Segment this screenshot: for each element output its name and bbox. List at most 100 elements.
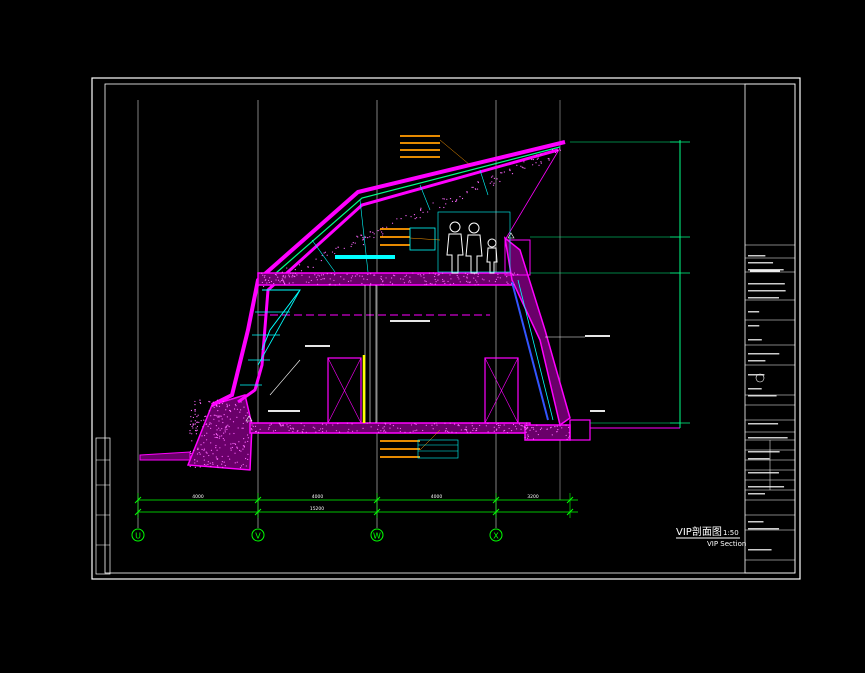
hatch-dot [219,402,221,405]
hatch-dot [294,272,296,274]
hatch-dot [466,274,469,276]
hatch-dot [488,280,490,282]
hatch-dot [223,461,225,463]
hatch-dot [513,272,516,274]
hatch-dot [380,277,382,279]
axis-label: X [493,532,499,541]
hatch-dot [284,277,286,279]
hatch-dot [515,428,518,430]
hatch-dot [432,202,434,204]
hatch-dot [492,175,494,177]
hatch-dot [325,424,327,426]
hatch-dot [465,430,468,432]
hatch-dot [191,433,193,435]
hatch-dot [324,251,326,253]
hatch-dot [209,462,211,464]
hatch-dot [221,463,223,465]
hatch-dot [307,266,309,268]
hatch-dot [367,273,369,275]
hatch-dot [288,274,290,276]
hatch-dot [437,274,439,276]
hatch-dot [466,431,469,433]
hatch-dot [317,274,319,276]
hatch-dot [495,429,498,431]
hatch-dot [294,268,296,271]
axis-bubble-icon [251,528,265,542]
hatch-dot [434,273,436,275]
hatch-dot [361,275,363,277]
hatch-dot [414,430,416,432]
hatch-dot [540,153,542,155]
hatch-dot [476,188,479,190]
hatch-dot [224,427,226,429]
hatch-dot [196,425,199,428]
hatch-dot [206,452,208,454]
hatch-dot [274,429,277,432]
title-block-text [748,521,764,523]
hatch-dot [252,425,254,428]
hatch-dot [472,429,474,431]
hatch-dot [362,243,365,246]
hatch-dot [247,437,249,439]
hatch-dot [516,164,518,166]
dimension-slash [566,496,574,504]
hatch-dot [507,282,509,285]
hatch-dot [466,276,468,278]
title-block-text [748,458,770,460]
hatch-dot [310,279,312,282]
dimension-slash [134,496,142,504]
hatch-dot [399,427,402,430]
drawing-title: VIP剖面图 1:50 VIP Section [676,525,746,548]
hatch-dot [394,275,396,277]
hatch-dot [424,280,426,282]
hatch-dot [532,158,534,161]
hatch-dot [230,447,232,449]
hatch-dot [223,439,225,441]
hatch-dot [551,434,553,436]
hatch-dot [403,282,406,284]
hatch-dot [199,466,201,468]
hatch-dot [422,211,424,214]
hatch-dot [192,427,194,429]
hatch-dot [467,281,469,283]
hatch-dot [405,215,407,217]
callout-box [417,439,459,459]
hatch-dot [464,429,466,431]
hatch-dot [206,432,208,434]
hatch-dot [239,411,241,413]
dimension-slash [134,508,142,516]
hatch-dot [343,247,345,249]
axis-bubble-icon [489,528,503,542]
hatch-dot [335,430,338,432]
hatch-dot [382,280,384,282]
hatch-dot [204,415,206,418]
hatch-dot [207,425,209,427]
hatch-dot [284,283,286,285]
hatch-dot [550,426,552,428]
hatch-dot [471,186,473,188]
title-block [744,83,796,574]
hatch-dot [419,274,421,276]
hatch-dot [217,434,219,436]
hatch-dot [354,242,356,244]
axis-label: V [255,532,261,541]
hatch-dot [330,272,332,275]
hatch-dot [496,428,498,430]
title-block-text [748,451,780,453]
hatch-dot [568,437,570,439]
hatch-dot [438,273,440,275]
hatch-dot [282,275,284,277]
hatch-dot [216,429,218,431]
hatch-dot [447,280,449,283]
hatch-dot [217,416,219,418]
hatch-dot [414,217,416,220]
hatch-dot [203,463,206,466]
hatch-dot [539,428,542,431]
hatch-dot [241,427,243,429]
hatch-dot [219,435,221,437]
hatch-dot [377,229,379,232]
hatch-dot [240,450,242,452]
hatch-dot [567,426,570,428]
